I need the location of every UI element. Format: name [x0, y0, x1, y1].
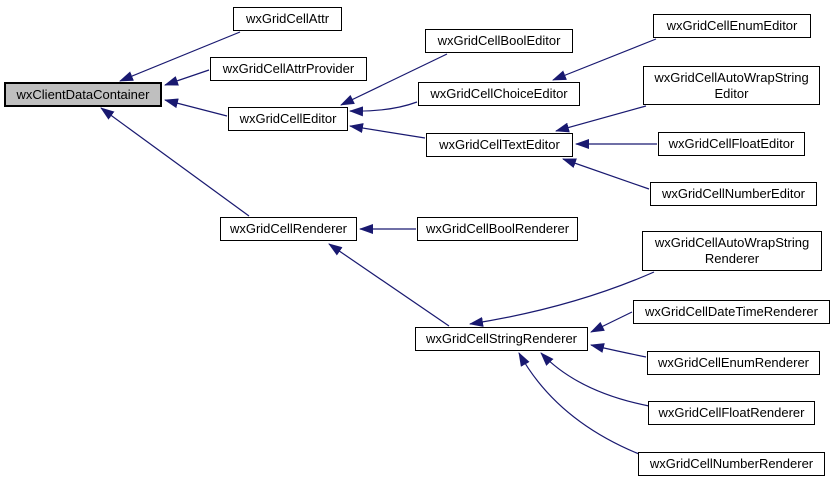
edge-wxGridCellBoolEditor-to-wxGridCellEditor: [340, 53, 448, 106]
node-label: wxGridCellTextEditor: [439, 137, 560, 152]
node-label: wxGridCellRenderer: [229, 221, 348, 236]
edge-wxGridCellAutoWrapStringRenderer-to-wxGridCellStringRenderer: [469, 271, 655, 327]
node-label: wxGridCellAutoWrapString: [654, 69, 809, 85]
node-label: wxGridCellBoolEditor: [437, 33, 561, 48]
node-wxGridCellAttr[interactable]: wxGridCellAttr: [233, 7, 342, 31]
node-wxGridCellEnumEditor[interactable]: wxGridCellEnumEditor: [653, 14, 811, 38]
node-label: wxGridCellNumberEditor: [661, 186, 806, 201]
edge-wxGridCellAutoWrapStringEditor-to-wxGridCellTextEditor: [555, 105, 647, 133]
node-wxGridCellFloatEditor[interactable]: wxGridCellFloatEditor: [658, 132, 805, 156]
node-wxGridCellBoolRenderer[interactable]: wxGridCellBoolRenderer: [417, 217, 578, 241]
node-label: Renderer: [704, 251, 760, 266]
node-wxGridCellRenderer[interactable]: wxGridCellRenderer: [220, 217, 357, 241]
node-label: Editor: [714, 85, 749, 101]
edge-wxGridCellNumberEditor-to-wxGridCellTextEditor: [562, 158, 650, 190]
node-label: wxGridCellEnumRenderer: [658, 355, 809, 370]
node-wxGridCellAttrProvider[interactable]: wxGridCellAttrProvider: [210, 57, 367, 81]
edge-wxGridCellRenderer-to-wxClientDataContainer: [100, 107, 250, 217]
edge-wxGridCellTextEditor-to-wxGridCellEditor: [349, 123, 426, 139]
edge-wxGridCellFloatRenderer-to-wxGridCellStringRenderer: [540, 352, 650, 407]
node-label: wxGridCellNumberRenderer: [649, 456, 814, 471]
node-label: wxGridCellAutoWrapString: [654, 235, 810, 250]
node-wxGridCellNumberEditor[interactable]: wxGridCellNumberEditor: [650, 182, 817, 206]
node-wxClientDataContainer[interactable]: wxClientDataContainer: [4, 82, 162, 107]
node-label: wxGridCellEnumEditor: [666, 18, 798, 33]
node-label: wxGridCellChoiceEditor: [430, 86, 568, 101]
edge-wxGridCellChoiceEditor-to-wxGridCellEditor: [349, 101, 418, 117]
node-label: wxGridCellAttrProvider: [222, 61, 355, 76]
node-label: wxGridCellFloatRenderer: [658, 405, 805, 420]
edge-wxGridCellNumberRenderer-to-wxGridCellStringRenderer: [518, 352, 645, 457]
node-label: wxClientDataContainer: [16, 86, 150, 102]
edge-wxGridCellEditor-to-wxClientDataContainer: [164, 98, 228, 117]
node-wxGridCellNumberRenderer[interactable]: wxGridCellNumberRenderer: [638, 452, 825, 476]
edge-wxGridCellStringRenderer-to-wxGridCellRenderer: [328, 243, 450, 327]
edge-wxGridCellAttrProvider-to-wxClientDataContainer: [164, 69, 210, 86]
edge-wxGridCellEnumRenderer-to-wxGridCellStringRenderer: [590, 343, 647, 358]
edge-wxGridCellEnumEditor-to-wxGridCellChoiceEditor: [552, 38, 657, 81]
node-wxGridCellBoolEditor[interactable]: wxGridCellBoolEditor: [425, 29, 573, 53]
node-label: wxGridCellEditor: [239, 111, 337, 126]
node-wxGridCellStringRenderer[interactable]: wxGridCellStringRenderer: [415, 327, 588, 351]
node-wxGridCellEnumRenderer[interactable]: wxGridCellEnumRenderer: [647, 351, 820, 375]
node-label: wxGridCellFloatEditor: [668, 136, 795, 151]
node-label: wxGridCellAttr: [245, 11, 330, 26]
node-wxGridCellTextEditor[interactable]: wxGridCellTextEditor: [426, 133, 573, 157]
node-label: wxGridCellDateTimeRenderer: [645, 304, 818, 319]
node-wxGridCellChoiceEditor[interactable]: wxGridCellChoiceEditor: [418, 82, 580, 106]
node-wxGridCellFloatRenderer[interactable]: wxGridCellFloatRenderer: [648, 401, 815, 425]
node-label: wxGridCellBoolRenderer: [425, 221, 570, 236]
node-wxGridCellEditor[interactable]: wxGridCellEditor: [228, 107, 348, 131]
node-wxGridCellDateTimeRenderer[interactable]: wxGridCellDateTimeRenderer: [633, 300, 830, 324]
edge-wxGridCellDateTimeRenderer-to-wxGridCellStringRenderer: [590, 311, 633, 333]
node-label: wxGridCellStringRenderer: [426, 331, 577, 346]
edge-wxGridCellAttr-to-wxClientDataContainer: [119, 31, 241, 82]
